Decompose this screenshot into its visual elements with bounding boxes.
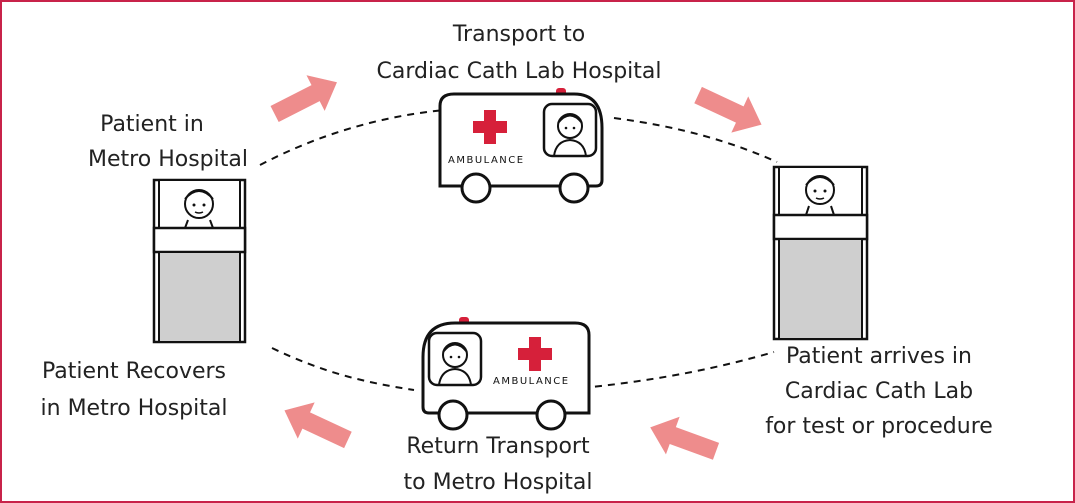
ambulance-icon: AMBULANCE (421, 317, 591, 431)
label-arrive: Patient arrives in Cardiac Cath Lab for … (765, 344, 993, 439)
label-arrive-line1: Patient arrives in (786, 344, 972, 369)
label-transport-line1: Transport to (452, 22, 585, 47)
label-return-line1: Return Transport (406, 434, 590, 459)
red-cross-icon (473, 110, 507, 144)
patient-face-icon (805, 175, 835, 216)
label-transport: Transport to Cardiac Cath Lab Hospital (376, 22, 661, 84)
ambulance-icon: AMBULANCE (438, 88, 604, 204)
driver-face-icon (553, 113, 587, 157)
label-return: Return Transport to Metro Hospital (404, 434, 593, 495)
hospital-bed-icon (772, 165, 869, 341)
ambulance-text: AMBULANCE (448, 155, 525, 166)
red-cross-icon (518, 337, 552, 371)
patient-face-icon (184, 189, 214, 229)
wheel-icon (558, 172, 590, 204)
dashed-path-top (259, 107, 778, 166)
label-transport-line2: Cardiac Cath Lab Hospital (376, 59, 661, 84)
label-start-line1: Patient in (100, 112, 204, 137)
dashed-path-bottom (271, 347, 775, 391)
ambulance-text: AMBULANCE (493, 376, 570, 387)
label-start: Patient in Metro Hospital (88, 112, 248, 172)
wheel-icon (437, 399, 469, 431)
label-arrive-line2: Cardiac Cath Lab (785, 379, 973, 404)
flow-arrow-icon (694, 86, 762, 133)
label-return-line2: to Metro Hospital (404, 470, 593, 495)
flow-arrow-icon (270, 75, 337, 123)
label-arrive-line3: for test or procedure (765, 414, 993, 439)
flow-arrow-icon (650, 416, 720, 460)
label-recover-line1: Patient Recovers (42, 359, 226, 384)
label-start-line2: Metro Hospital (88, 147, 248, 172)
driver-face-icon (438, 342, 472, 386)
wheel-icon (460, 172, 492, 204)
flow-arrow-icon (284, 402, 352, 449)
label-recover-line2: in Metro Hospital (41, 396, 228, 421)
hospital-bed-icon (152, 178, 247, 344)
wheel-icon (535, 399, 567, 431)
label-recover: Patient Recovers in Metro Hospital (41, 359, 228, 421)
